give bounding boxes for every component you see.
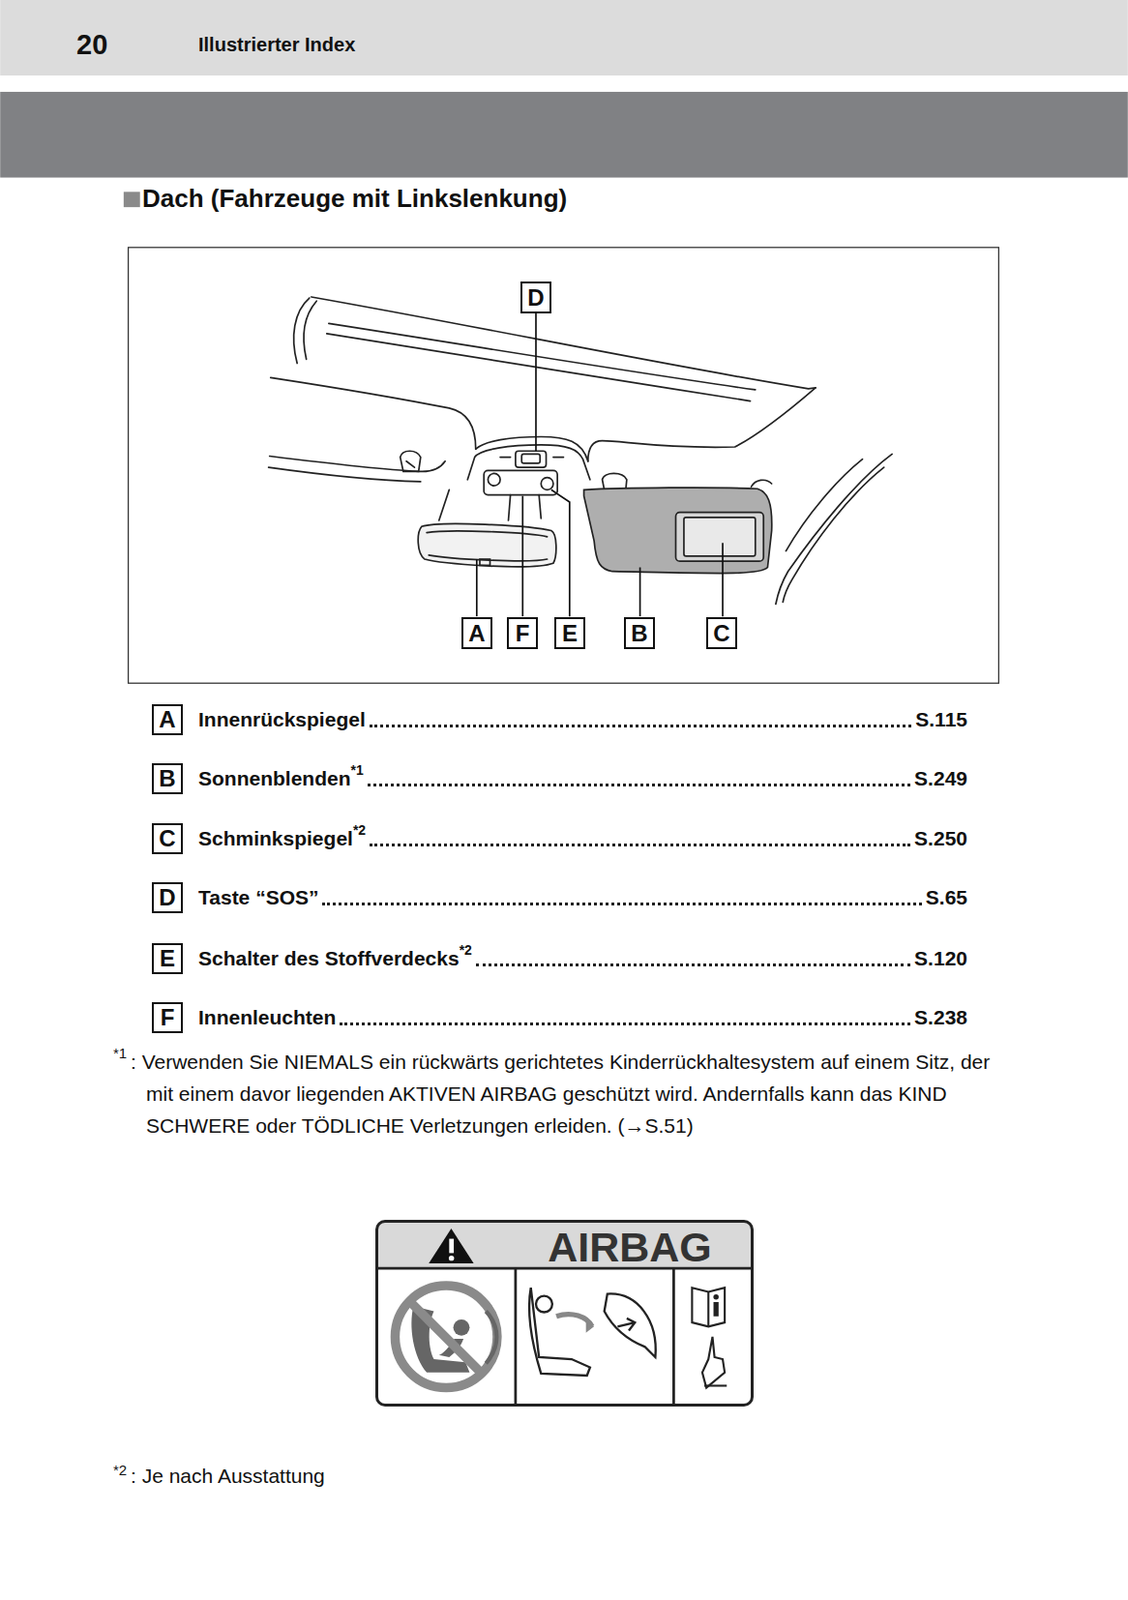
airbag-heading: AIRBAG — [523, 1224, 737, 1270]
callout-letter: F — [160, 1006, 176, 1030]
callout-box: E — [554, 617, 586, 650]
callout-letter: C — [158, 827, 176, 851]
footnote-mark: *1 — [351, 762, 364, 778]
section-band — [0, 91, 1128, 179]
callout-letter: A — [468, 622, 485, 646]
entry-name: Schminkspiegel — [198, 827, 354, 851]
dot-leader — [369, 724, 913, 728]
dot-leader — [475, 963, 911, 967]
entry-name: Schalter des Stoffverdecks — [198, 947, 460, 971]
callout-letter: E — [159, 947, 176, 971]
footnote-mark: *2 — [113, 1461, 127, 1480]
callout-letter: D — [527, 286, 544, 310]
roof-illustration — [268, 296, 893, 605]
page-reference: S.238 — [914, 1006, 968, 1030]
index-entry: Sonnenblenden*1 S.249 — [198, 762, 968, 796]
header-bar — [0, 0, 1128, 76]
callout-letter: B — [630, 622, 648, 646]
index-letter-box: E — [151, 943, 183, 975]
airbag-warning-label: AIRBAG — [375, 1219, 754, 1407]
dot-leader — [369, 843, 911, 847]
callout-letter: A — [158, 708, 176, 732]
index-letter-box: A — [151, 704, 183, 736]
callout-letter: D — [158, 886, 176, 910]
footnote-mark: *2 — [353, 822, 366, 838]
airbag-pictograms — [376, 1221, 752, 1405]
index-entry: Innenrückspiegel S.115 — [198, 703, 968, 737]
page-reference: S.115 — [915, 708, 968, 732]
callout-letter: F — [515, 622, 531, 646]
entry-name: Sonnenblenden — [198, 767, 352, 791]
callout-box: A — [461, 617, 493, 650]
callout-letter: E — [562, 622, 578, 646]
callout-letter: C — [712, 622, 730, 646]
title-square — [123, 191, 141, 208]
footnote-text: : Je nach Ausstattung — [130, 1461, 712, 1491]
callout-box: B — [623, 617, 655, 650]
page-reference: S.250 — [914, 827, 968, 851]
entry-name: Taste “SOS” — [198, 886, 319, 910]
footnote-mark: *1 — [113, 1044, 127, 1063]
index-entry: Schalter des Stoffverdecks*2 S.120 — [198, 942, 968, 976]
dot-leader — [322, 902, 921, 906]
dot-leader — [367, 783, 911, 787]
leader-lines — [476, 313, 723, 617]
running-head: Illustrierter Index — [198, 32, 356, 57]
index-entry: Taste “SOS” S.65 — [198, 881, 968, 915]
callout-box: F — [506, 617, 538, 650]
callout-letter: B — [158, 767, 176, 791]
index-letter-box: C — [151, 823, 183, 855]
page-reference: S.120 — [914, 947, 968, 971]
footnote-text: : Verwenden Sie NIEMALS ein rückwärts ge… — [130, 1045, 1002, 1142]
page-reference: S.249 — [914, 767, 968, 791]
section-title: Dach (Fahrzeuge mit Linkslenkung) — [142, 182, 567, 214]
page-number: 20 — [76, 28, 108, 61]
index-letter-box: B — [151, 763, 183, 795]
footnote-mark: *2 — [459, 942, 473, 958]
index-entry: Schminkspiegel*2 S.250 — [198, 822, 968, 856]
callout-box: D — [520, 281, 552, 314]
page-reference: S.65 — [925, 886, 968, 910]
callout-box: C — [706, 617, 738, 650]
index-letter-box: F — [151, 1002, 183, 1034]
entry-name: Innenrückspiegel — [198, 708, 366, 732]
figure-frame — [128, 247, 1000, 683]
entry-name: Innenleuchten — [198, 1006, 336, 1030]
index-letter-box: D — [151, 882, 183, 914]
index-entry: Innenleuchten S.238 — [198, 1001, 968, 1035]
dot-leader — [339, 1022, 911, 1026]
